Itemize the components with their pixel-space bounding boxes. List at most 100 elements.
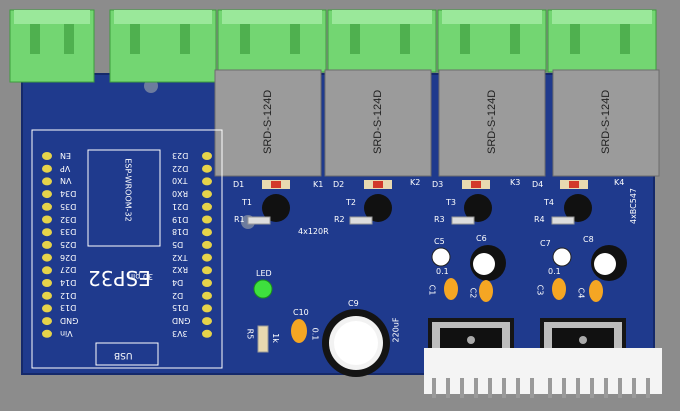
capacitors-c1-c4 <box>444 278 603 302</box>
right-pin-label: GND <box>172 316 191 326</box>
right-pin-label: D22 <box>172 163 189 173</box>
right-pin-label: D23 <box>172 151 189 160</box>
left-pin-pad <box>42 177 52 186</box>
c1-label: C1 <box>427 284 437 296</box>
r5-value: 1k <box>270 333 280 343</box>
right-pin-label: D15 <box>172 303 189 313</box>
esp32-wroom-label: ESP-WROOM-32 <box>123 158 133 222</box>
relay-3 <box>438 69 546 177</box>
left-pin-pad <box>42 291 52 300</box>
left-pin-label: D25 <box>60 239 77 249</box>
usb-label: USB <box>114 350 133 360</box>
c9-value: 220uF <box>391 317 401 343</box>
right-pin-label: D18 <box>172 227 189 237</box>
right-pin-pad <box>202 228 212 237</box>
relay-1-label: SRD-S-124D <box>262 89 274 154</box>
right-pin-label: TX0 <box>172 176 188 186</box>
right-pin-label: 3V3 <box>172 328 188 338</box>
transistor-type-note: 4xBC547 <box>629 187 639 225</box>
capacitor-c7 <box>552 247 572 267</box>
right-pin-pad <box>202 253 212 262</box>
left-pin-label: VP <box>60 163 71 173</box>
d1-label: D1 <box>233 180 245 189</box>
right-pin-pad <box>202 240 212 249</box>
r1-label: R1 <box>234 215 245 224</box>
relay-4 <box>552 69 660 177</box>
c6-label: C6 <box>476 234 487 243</box>
right-pin-pad <box>202 190 212 199</box>
left-pin-label: D26 <box>60 252 77 262</box>
relay-2-label: SRD-S-124D <box>372 89 384 154</box>
left-pin-label: D33 <box>60 227 77 237</box>
r4-label: R4 <box>534 215 545 224</box>
esp32-module <box>31 129 223 369</box>
right-pin-label: D4 <box>172 278 184 287</box>
right-pin-label: D21 <box>172 201 189 211</box>
left-pin-pad <box>42 329 52 338</box>
c5-value: 0.1 <box>436 267 449 276</box>
right-pin-pad <box>202 164 212 173</box>
relays <box>214 69 660 177</box>
left-pin-label: D14 <box>60 278 77 287</box>
d4-label: D4 <box>532 180 544 189</box>
right-pin-label: TX2 <box>172 252 188 262</box>
left-pin-label: EN <box>60 151 72 160</box>
header-right-pins <box>202 152 212 338</box>
left-pin-pad <box>42 190 52 199</box>
right-pin-pad <box>202 291 212 300</box>
relay-2 <box>324 69 432 177</box>
regulator-right <box>540 318 662 398</box>
resistor-array-note: 4x120R <box>298 227 329 236</box>
right-pin-pad <box>202 202 212 211</box>
left-pin-pad <box>42 164 52 173</box>
t2-label: T2 <box>346 198 356 207</box>
c4-label: C4 <box>576 287 586 299</box>
t4-label: T4 <box>544 198 554 207</box>
t1-label: T1 <box>242 198 252 207</box>
regulator-left <box>424 318 542 398</box>
diodes <box>262 180 588 189</box>
left-pin-pad <box>42 266 52 275</box>
left-pin-pad <box>42 317 52 326</box>
r3-label: R3 <box>434 215 445 224</box>
terminal-blocks <box>9 9 657 83</box>
left-pin-pad <box>42 304 52 313</box>
left-pin-label: D34 <box>60 189 77 199</box>
right-pin-label: D19 <box>172 214 189 224</box>
r5-label: R5 <box>245 328 255 340</box>
capacitor-c8 <box>591 245 627 281</box>
left-pin-label: D32 <box>60 214 77 224</box>
left-pin-label: D35 <box>60 201 77 211</box>
left-pin-label: D13 <box>60 303 77 313</box>
left-pin-label: D27 <box>60 265 77 275</box>
right-pin-label: D2 <box>172 290 184 300</box>
right-pin-pad <box>202 317 212 326</box>
k2-label: K2 <box>410 178 421 187</box>
left-pin-label: D12 <box>60 290 77 300</box>
right-pin-label: RX0 <box>172 189 189 199</box>
c10-value: 0.1 <box>310 327 320 341</box>
c8-label: C8 <box>583 235 594 244</box>
esp32-subtitle: 30 pin <box>128 272 154 281</box>
right-pin-pad <box>202 279 212 287</box>
right-pin-pad <box>202 215 212 224</box>
left-pin-pad <box>42 202 52 211</box>
c2-label: C2 <box>468 287 478 299</box>
c5-label: C5 <box>434 237 445 246</box>
left-pin-label: Vin <box>60 328 73 338</box>
r2-label: R2 <box>334 215 345 224</box>
capacitor-c9 <box>322 309 390 377</box>
capacitor-c10 <box>291 319 307 343</box>
resistors <box>247 216 575 225</box>
c9-label: C9 <box>348 299 359 308</box>
right-pin-pad <box>202 177 212 186</box>
led-green <box>253 279 273 299</box>
left-pin-pad <box>42 152 52 160</box>
left-pin-pad <box>42 253 52 262</box>
led-label: LED <box>256 269 272 278</box>
right-pin-pad <box>202 266 212 275</box>
relay-3-label: SRD-S-124D <box>486 89 498 154</box>
capacitor-c6 <box>470 245 506 281</box>
c10-label: C10 <box>293 308 309 317</box>
